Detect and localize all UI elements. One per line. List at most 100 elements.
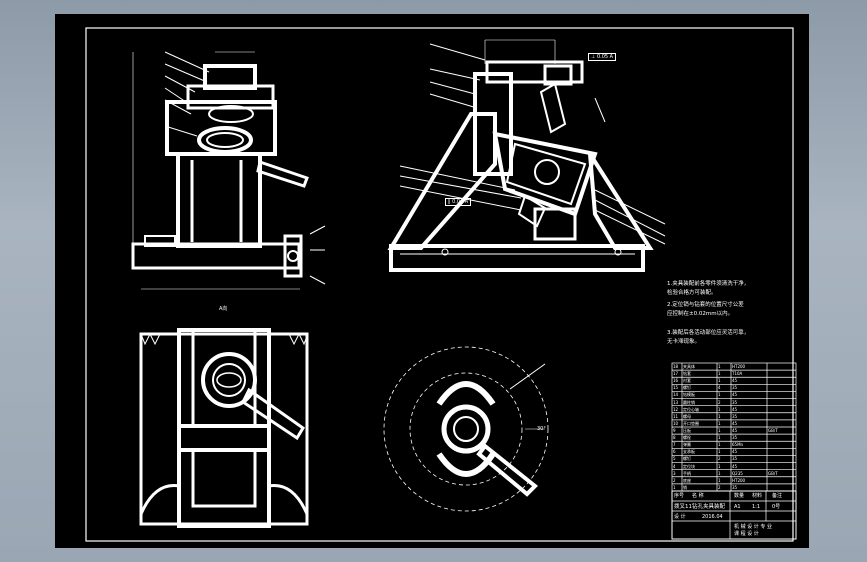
inner-frame xyxy=(85,27,794,542)
bom-cell: 2 xyxy=(718,399,721,405)
bom-cell: 1 xyxy=(718,442,721,448)
bom-cell: 1 xyxy=(718,449,721,455)
bom-cell: GB/T xyxy=(768,470,778,476)
bom-cell: 6 xyxy=(673,449,676,455)
bom-cell: 1 xyxy=(718,406,721,412)
sheet-size: A1 xyxy=(734,504,741,510)
bom-cell: 底座 xyxy=(683,477,691,483)
bom-cell: 1 xyxy=(718,378,721,384)
bom-cell: 35 xyxy=(732,413,738,419)
front-view xyxy=(131,51,326,290)
title-header-note: 备注 xyxy=(772,493,783,499)
bom-cell: 45 xyxy=(732,428,738,433)
bom-cell: 1 xyxy=(718,392,721,398)
bom-cell: 1 xyxy=(718,413,721,419)
bom-cell: GB/T xyxy=(768,428,778,433)
bom-cell: 5 xyxy=(673,456,676,462)
bom-cell: 1 xyxy=(718,428,721,433)
bom-cell: 1 xyxy=(718,477,721,483)
bom-cell: 定位块 xyxy=(683,463,695,469)
bom-cell: 支承板 xyxy=(683,449,695,455)
bom-cell: 8 xyxy=(673,435,676,441)
bom-row: 9 压板 1 45 GB/T xyxy=(672,427,796,434)
bom-cell: 2 xyxy=(673,477,676,483)
a-direction-view xyxy=(139,328,309,528)
bom-row: 15 螺钉 4 35 xyxy=(672,384,796,391)
bom-cell: 1 xyxy=(718,364,721,369)
note-line: 1.夹具装配前各零件须清洗干净， xyxy=(667,281,750,287)
bom-cell: 手柄 xyxy=(683,470,691,476)
date: 2016.04 xyxy=(702,514,723,520)
bom-cell: 3 xyxy=(673,470,676,476)
cad-drawing xyxy=(85,27,797,542)
bom-cell: 2 xyxy=(718,456,721,462)
section-view xyxy=(383,346,549,512)
bom-cell: Q235 xyxy=(732,470,743,476)
bom-cell: 1 xyxy=(718,371,721,377)
bom-cell: 1 xyxy=(718,420,721,426)
bom-cell: 螺钉 xyxy=(683,456,691,462)
callout-box-2: ∥ 0.04 A xyxy=(445,198,472,206)
bom-cell: 钻模板 xyxy=(683,392,695,398)
bom-row: 2 底座 1 HT200 xyxy=(672,477,796,484)
bom-grid xyxy=(671,362,797,540)
note-line: 无卡滞现象。 xyxy=(667,339,701,345)
note-line: 检验合格方可装配。 xyxy=(667,290,717,296)
bom-row: 17 钻套 1 T10A xyxy=(672,370,796,377)
bom-cell: 1 xyxy=(718,470,721,476)
bom-cell: HT200 xyxy=(732,477,746,483)
bom-cell: 4 xyxy=(718,385,721,391)
bom-cell: 13 xyxy=(673,399,679,405)
bom-cell: 弹簧 xyxy=(683,442,691,448)
bom-cell: 1 xyxy=(673,484,676,490)
bom-row: 1 销 2 35 xyxy=(672,484,796,491)
bom-cell: 17 xyxy=(673,371,679,377)
bom-cell: 14 xyxy=(673,392,679,398)
view-label-a-direction: A向 xyxy=(219,306,228,312)
bom-row: 3 手柄 1 Q235 GB/T xyxy=(672,470,796,477)
note-line: 2.定位销与钻套的位置尺寸公差 xyxy=(667,302,744,308)
bom-cell: 销 xyxy=(683,484,687,490)
bom-cell: 衬套 xyxy=(683,378,691,384)
bom-cell: 11 xyxy=(673,413,679,419)
drawing-sheet: A向 ⊥ 0.05 A ∥ 0.04 A 30° 1.夹具装配前各零件须清洗干净… xyxy=(55,14,809,548)
sheet-no: 0号 xyxy=(772,504,781,510)
bom-cell: 4 xyxy=(673,463,676,469)
bom-cell: 2 xyxy=(718,484,721,490)
bom-cell: 35 xyxy=(732,484,738,490)
school-name: 机 械 设 计 专 业 xyxy=(734,524,772,530)
school-name-line2: 课 程 设 计 xyxy=(734,531,759,537)
bom-cell: 15 xyxy=(673,385,679,391)
title-header-no: 序号 xyxy=(674,493,685,499)
bom-cell: 35 xyxy=(732,399,738,405)
title-header-qty: 数量 xyxy=(734,493,745,499)
bom-cell: 压板 xyxy=(683,428,691,433)
bom-cell: T10A xyxy=(732,371,743,377)
bom-cell: 螺母 xyxy=(683,413,691,419)
scale: 1:1 xyxy=(752,504,761,510)
bom-cell: 45 xyxy=(732,420,738,426)
bom-cell: 定位心轴 xyxy=(683,406,699,412)
bom-cell: 45 xyxy=(732,463,738,469)
bom-cell: 开口垫圈 xyxy=(683,420,699,426)
bom-cell: 35 xyxy=(732,385,738,391)
bom-cell: 9 xyxy=(673,428,676,433)
side-view xyxy=(387,39,666,272)
bom-cell: 夹具体 xyxy=(683,364,695,369)
note-line: 应控制在±0.02mm以内。 xyxy=(667,311,734,317)
bom-cell: 螺钉 xyxy=(683,385,691,391)
bom-cell: 钻套 xyxy=(683,371,691,377)
bom-cell: 1 xyxy=(718,435,721,441)
bom-cell: 45 xyxy=(732,378,738,384)
bom-cell: HT200 xyxy=(732,364,746,369)
angle-label: 30° xyxy=(537,426,546,432)
drawing-title: 拨叉11钻孔夹具装配 xyxy=(674,504,725,510)
